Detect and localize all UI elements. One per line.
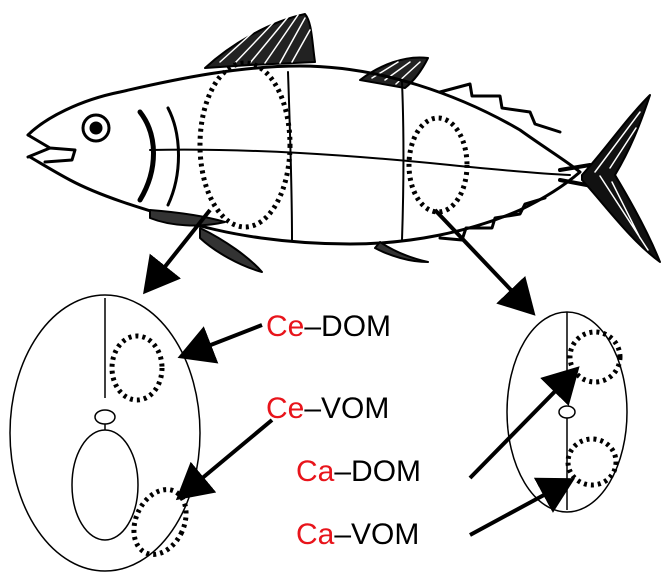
pectoral-fin bbox=[150, 210, 225, 225]
label-ce-dom-suffix: –DOM bbox=[304, 310, 391, 343]
cross-section-cephalic bbox=[10, 295, 200, 571]
label-ce-dom: Ce–DOM bbox=[266, 310, 391, 344]
dorsal-finlets bbox=[440, 84, 560, 132]
arrow-ce-dom bbox=[185, 325, 262, 355]
label-ca-dom-suffix: –DOM bbox=[334, 455, 421, 488]
caudal-spine-marker bbox=[559, 406, 575, 418]
ca-dom-region bbox=[570, 332, 620, 382]
fish-mouth bbox=[28, 135, 75, 162]
arrow-ca-dom bbox=[470, 372, 574, 478]
label-ca-dom: Ca–DOM bbox=[296, 455, 421, 489]
label-ca-dom-prefix: Ca bbox=[296, 455, 334, 488]
label-ce-vom: Ce–VOM bbox=[266, 392, 389, 426]
gill-cover bbox=[140, 112, 154, 200]
anal-fin bbox=[375, 242, 428, 262]
label-ce-dom-prefix: Ce bbox=[266, 310, 304, 343]
cephalic-spine-marker bbox=[95, 410, 115, 424]
lateral-line bbox=[150, 150, 570, 175]
cephalic-region-outline bbox=[200, 63, 290, 227]
arrow-ce-vom bbox=[182, 420, 272, 495]
label-ca-vom-suffix: –VOM bbox=[334, 518, 419, 551]
label-ca-vom: Ca–VOM bbox=[296, 518, 419, 552]
arrow-ca-vom bbox=[470, 482, 568, 535]
caudal-fin bbox=[582, 95, 660, 262]
ce-dom-region bbox=[112, 336, 162, 400]
ca-vom-region bbox=[568, 439, 616, 485]
label-ca-vom-prefix: Ca bbox=[296, 518, 334, 551]
label-ce-vom-suffix: –VOM bbox=[304, 392, 389, 425]
cephalic-body-cavity bbox=[72, 430, 138, 540]
tuna-fish-illustration bbox=[28, 14, 660, 272]
label-ce-vom-prefix: Ce bbox=[266, 392, 304, 425]
